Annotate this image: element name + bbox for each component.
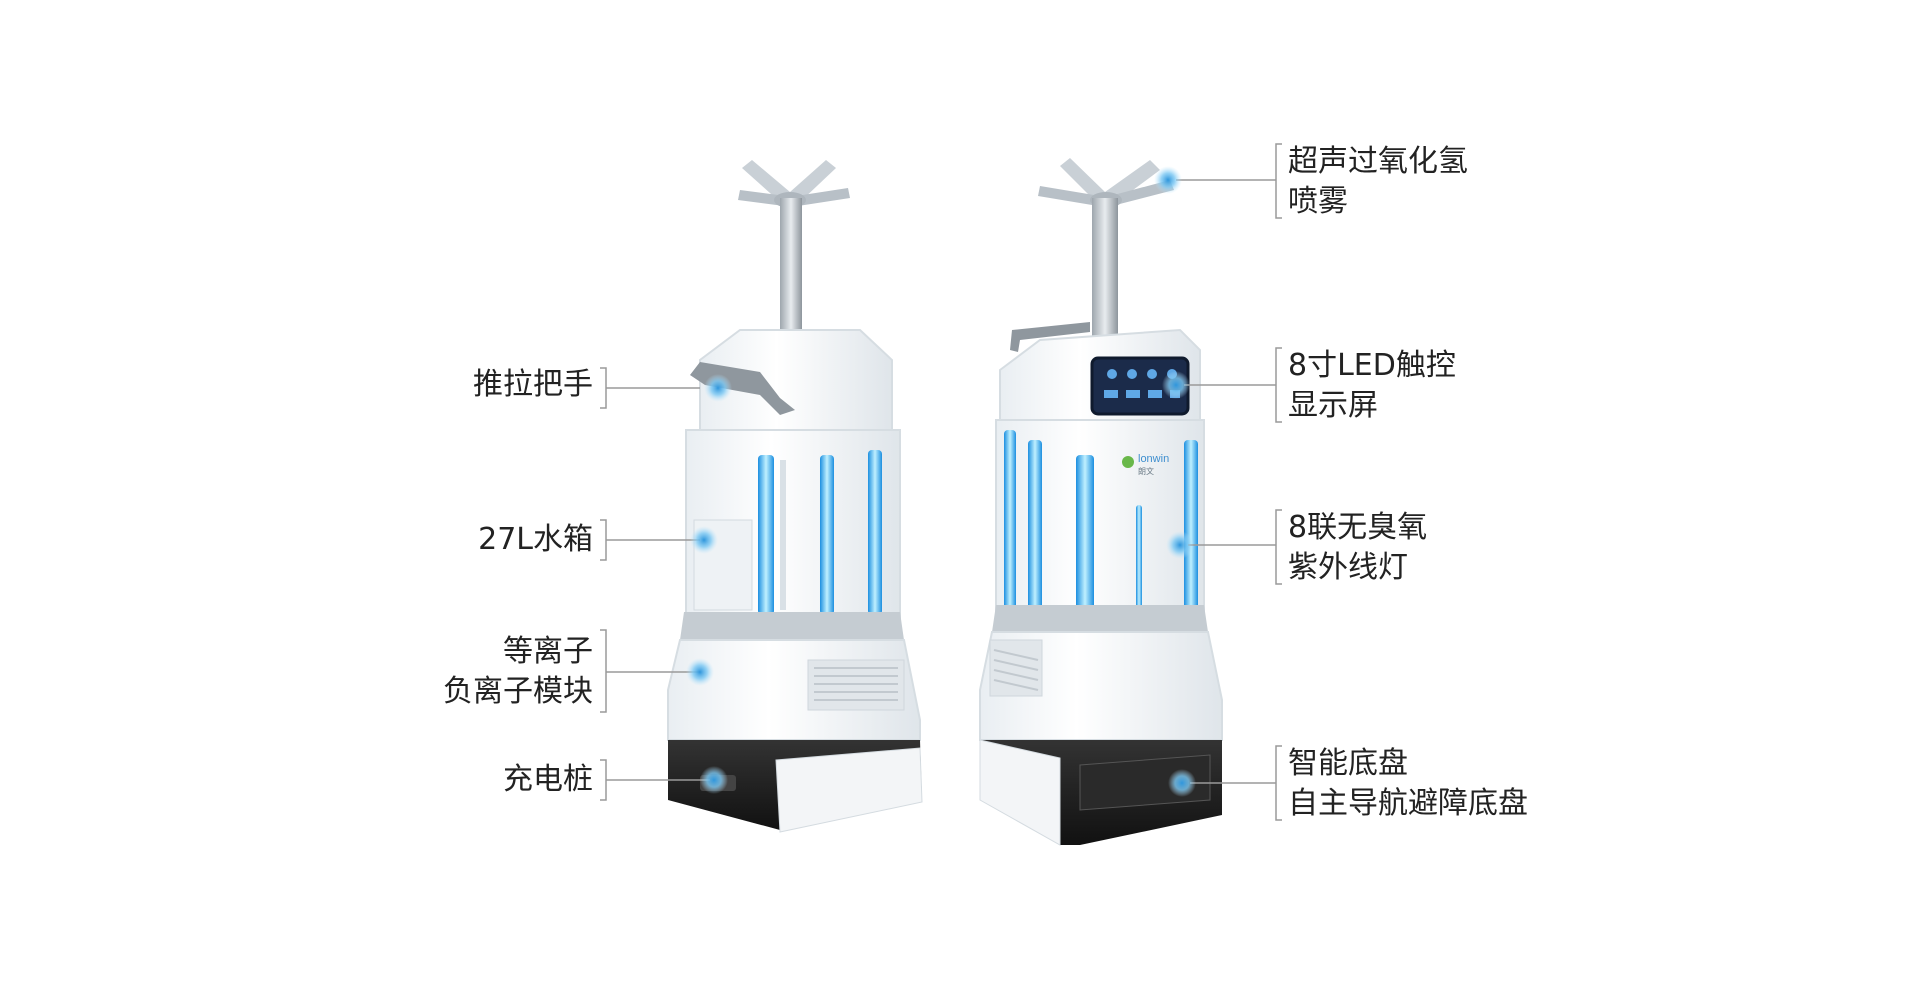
uv-lamps-right bbox=[1004, 430, 1198, 615]
spray-pole-left bbox=[780, 198, 802, 348]
label-push-handle: 推拉把手 bbox=[473, 367, 593, 402]
label-uv-lamps: 8联无臭氧 紫外线灯 bbox=[1288, 510, 1428, 585]
spray-pole-right bbox=[1092, 198, 1118, 346]
uv-lamps-left bbox=[758, 450, 882, 615]
label-smart-chassis: 智能底盘 自主导航避障底盘 bbox=[1288, 746, 1528, 821]
vent-grille-right bbox=[989, 639, 1043, 697]
svg-text:朗文: 朗文 bbox=[1138, 466, 1154, 476]
label-touch-screen: 8寸LED触控 显示屏 bbox=[1288, 348, 1456, 423]
robot-left bbox=[667, 160, 923, 833]
callout-dots bbox=[686, 166, 1196, 797]
label-hydrogen-peroxide-spray: 超声过氧化氢 喷雾 bbox=[1288, 144, 1468, 219]
callout-lines bbox=[600, 143, 1282, 821]
svg-text:lonwin: lonwin bbox=[1138, 453, 1169, 465]
robot-right: lonwin 朗文 bbox=[979, 158, 1223, 846]
label-ion-module: 等离子 负离子模块 bbox=[443, 634, 593, 709]
label-charging-pile: 充电桩 bbox=[503, 762, 593, 797]
label-water-tank: 27L水箱 bbox=[478, 522, 593, 557]
brand-logo: lonwin 朗文 bbox=[1122, 453, 1169, 476]
